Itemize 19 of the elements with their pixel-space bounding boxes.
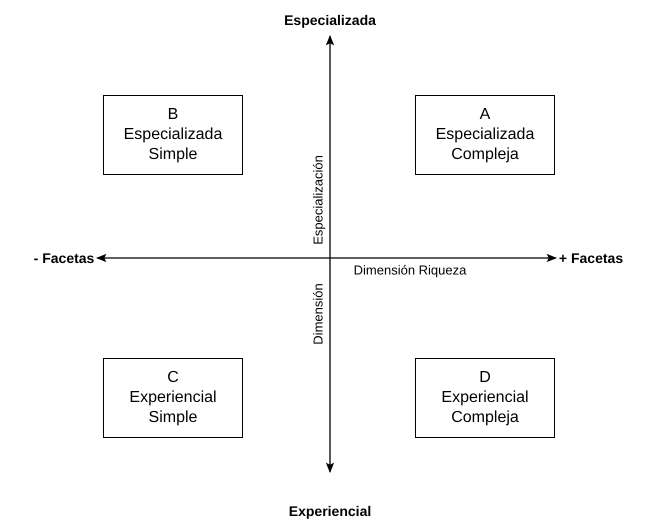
axis-end-label: Experiencial <box>288 503 372 519</box>
quadrant-box <box>415 95 555 175</box>
axis-title: Dimensión <box>310 283 326 345</box>
quadrant-letter: B <box>168 105 178 125</box>
quadrant-letter: C <box>167 368 179 388</box>
quadrant-label: Especializada Compleja <box>434 125 536 165</box>
quadrant-letter: A <box>480 105 490 125</box>
axis-title: Especialización <box>310 155 326 245</box>
axis-end-label: + Facetas <box>558 250 624 266</box>
quadrant-label: Especializada Simple <box>122 125 224 165</box>
axis-title: Dimensión Riqueza <box>354 262 466 278</box>
quadrant-label: Experiencial Simple <box>128 388 218 428</box>
quadrant-box <box>415 358 555 438</box>
quadrant-box <box>103 358 243 438</box>
axis-end-label: - Facetas <box>34 250 94 266</box>
quadrant-box <box>103 95 243 175</box>
quadrant-label: Experiencial Compleja <box>440 388 530 428</box>
axis-end-label: Especializada <box>284 12 376 28</box>
quadrant-letter: D <box>479 368 491 388</box>
